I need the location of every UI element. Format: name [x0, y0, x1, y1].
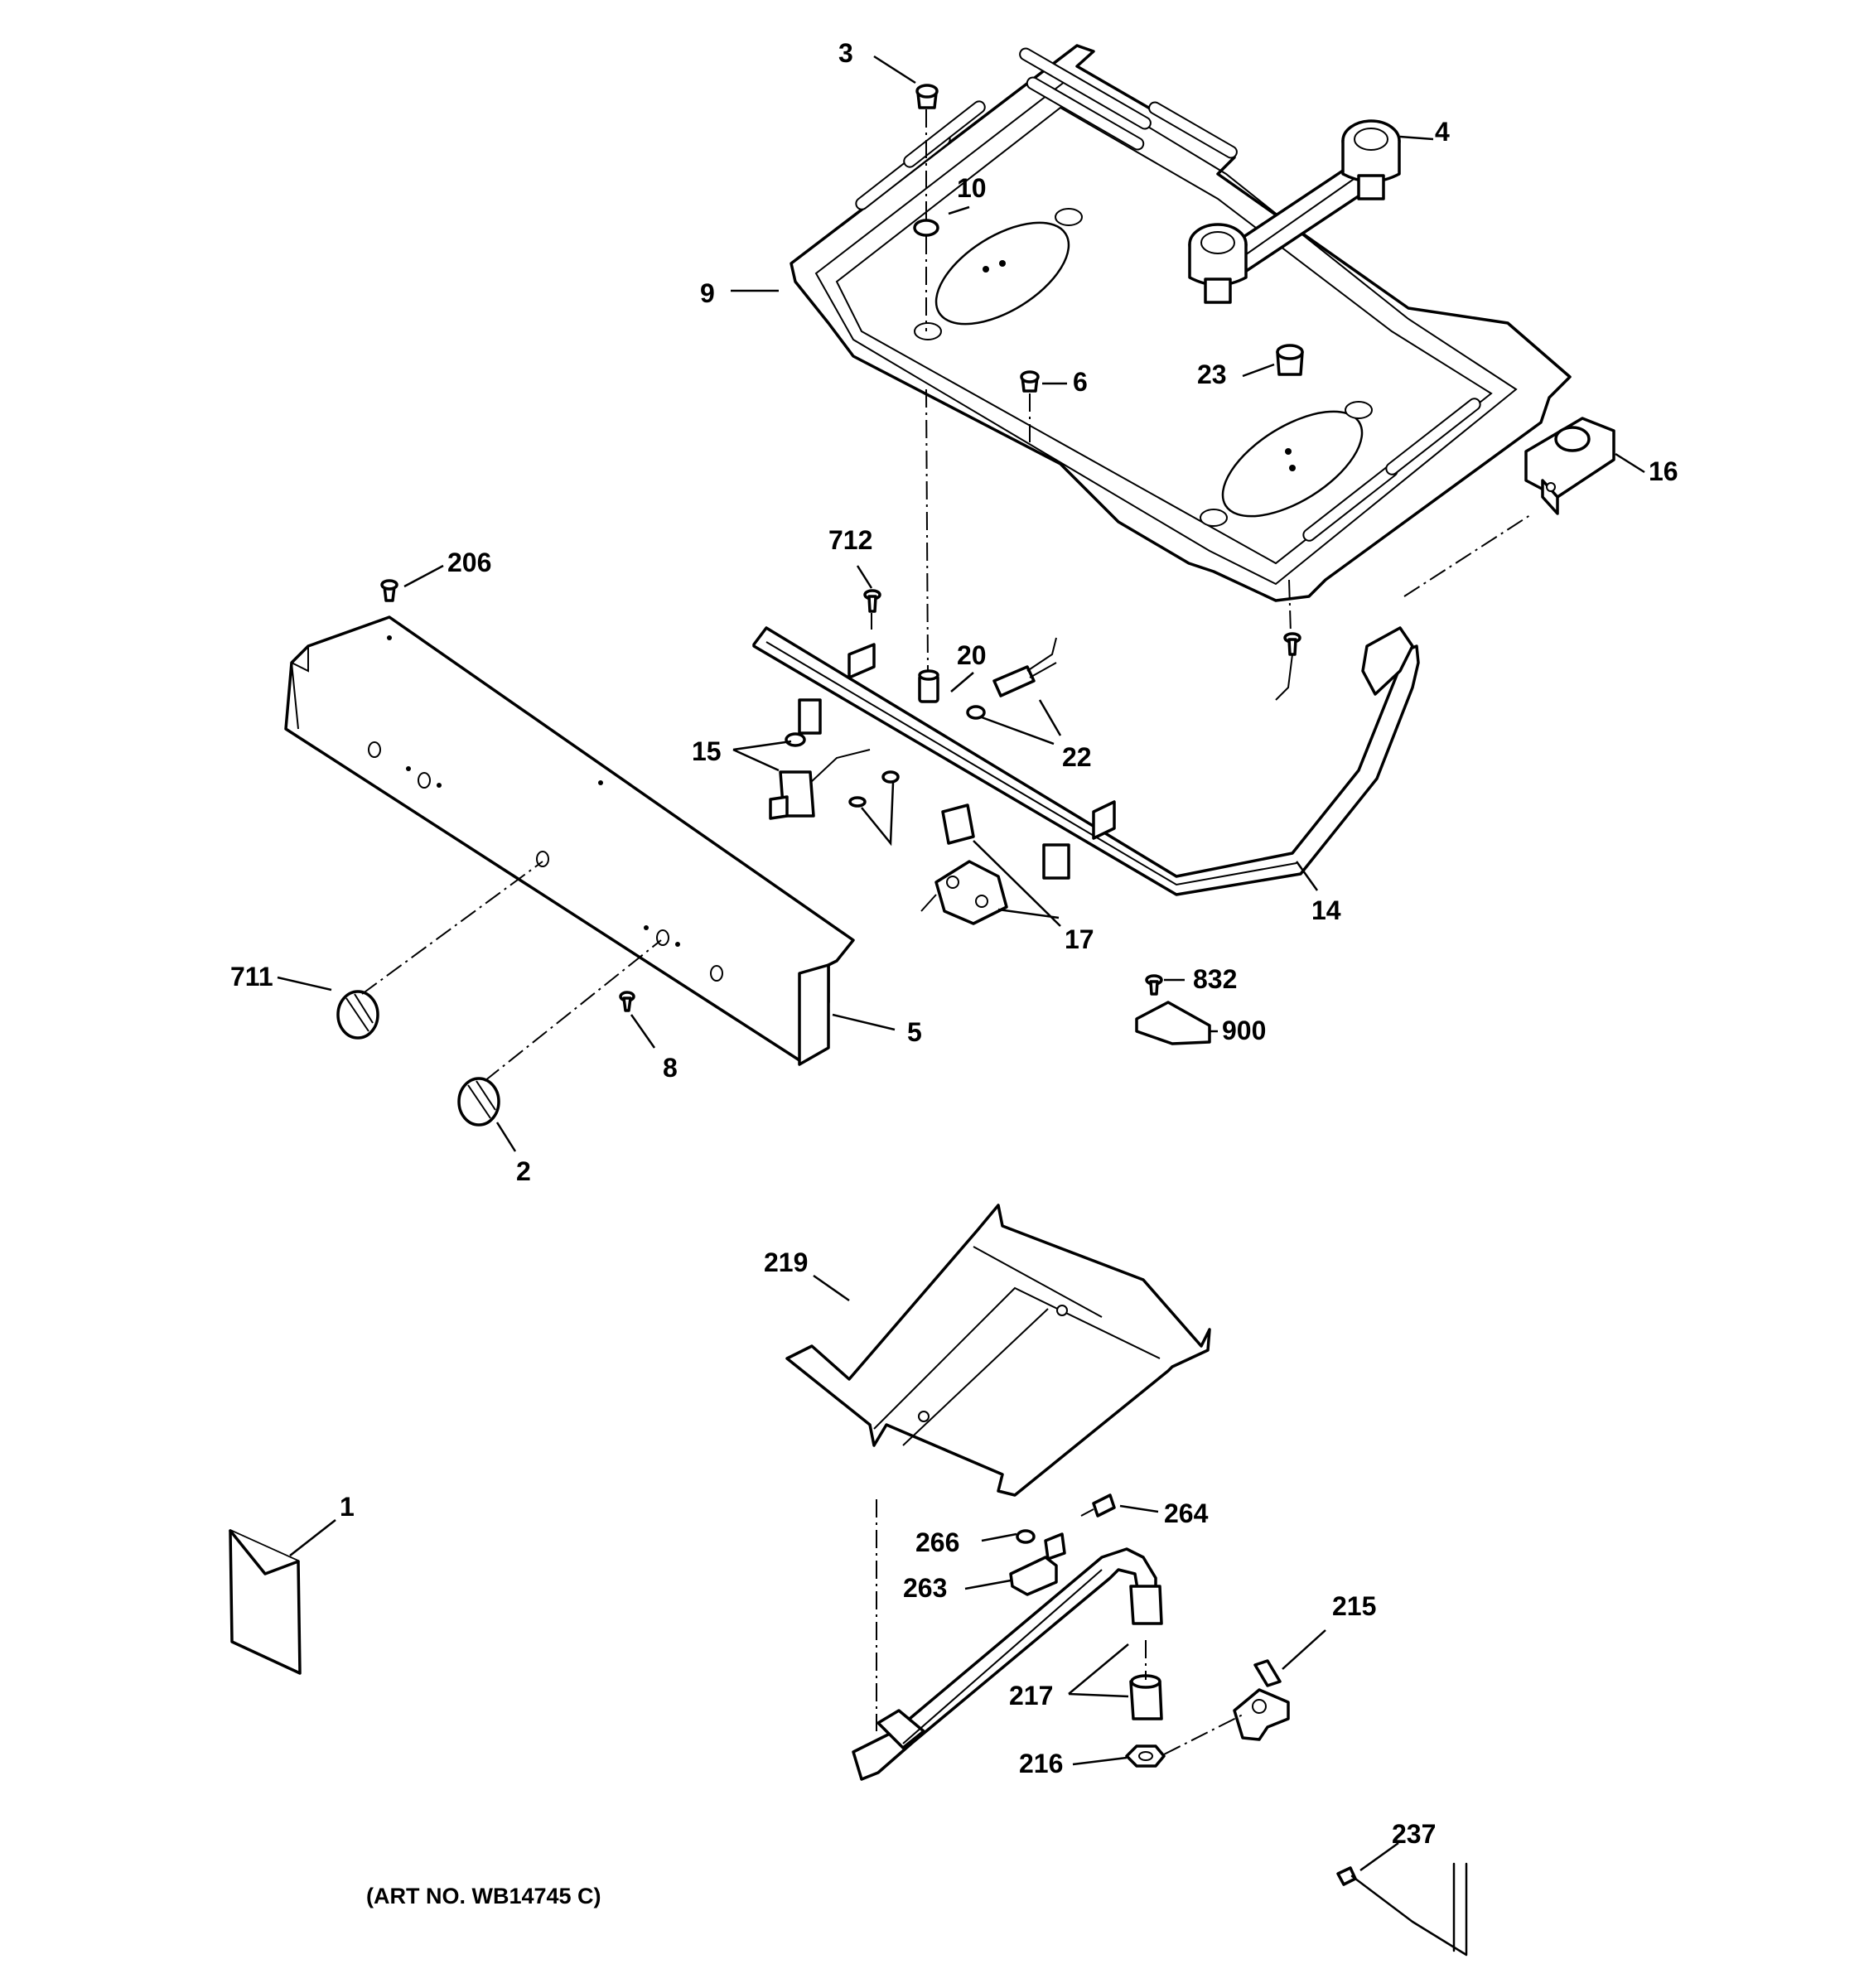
art-number: (ART NO. WB14745 C)	[366, 1884, 601, 1908]
callout-217: 217	[1009, 1681, 1053, 1711]
callout-5: 5	[907, 1017, 922, 1047]
callout-219: 219	[764, 1247, 808, 1277]
callout-10: 10	[957, 173, 987, 203]
callout-263: 263	[903, 1573, 947, 1603]
valve-17	[920, 803, 1008, 925]
screw-206	[380, 579, 398, 602]
grommet-10	[913, 219, 939, 237]
burner-baffle-219	[785, 1204, 1211, 1497]
callout-237: 237	[1392, 1819, 1436, 1849]
callout-labels: 3 4 10 9 6 23 16 206 712 20 22 15 17 14 …	[230, 38, 1678, 1849]
callout-9: 9	[700, 278, 715, 308]
screw-6	[1020, 370, 1040, 393]
knob-2	[457, 1077, 500, 1127]
top-burner-assembly	[1188, 119, 1401, 304]
orifice-hood-217	[1129, 1674, 1163, 1720]
thermostat-bulb-237	[1336, 1862, 1468, 1957]
callout-2: 2	[516, 1156, 531, 1186]
screw-832	[1145, 974, 1163, 996]
oven-burner-tube	[852, 1547, 1163, 1781]
callout-206: 206	[447, 548, 491, 577]
callout-711: 711	[230, 962, 273, 992]
callout-216: 216	[1019, 1749, 1063, 1778]
callout-15: 15	[692, 736, 722, 766]
screw-712	[863, 589, 881, 613]
bracket-215	[1233, 1659, 1290, 1741]
ignitor-wire-22	[966, 637, 1057, 720]
callout-14: 14	[1311, 895, 1341, 925]
leader-lines	[277, 55, 1645, 1872]
callout-6: 6	[1073, 367, 1088, 397]
callout-900: 900	[1222, 1016, 1266, 1045]
grommet-266	[1016, 1529, 1036, 1544]
callout-8: 8	[663, 1053, 678, 1083]
orifice-under-pan	[1275, 632, 1301, 701]
callout-16: 16	[1649, 456, 1678, 486]
callout-264: 264	[1164, 1498, 1209, 1528]
callout-22: 22	[1062, 742, 1092, 772]
screw-8	[619, 991, 635, 1012]
connector-264	[1080, 1493, 1116, 1518]
control-panel	[284, 615, 855, 1066]
literature-envelope-1	[229, 1529, 302, 1675]
callout-215: 215	[1332, 1591, 1376, 1621]
screw-3	[915, 84, 939, 109]
assembly-lines	[361, 109, 1533, 1755]
orifice-23	[1276, 344, 1304, 376]
manifold-pipe	[752, 626, 1420, 896]
callout-23: 23	[1197, 359, 1227, 389]
callout-17: 17	[1065, 924, 1094, 954]
callout-3: 3	[838, 38, 853, 68]
callout-266: 266	[915, 1527, 959, 1557]
orifice-holder-20	[918, 669, 939, 703]
callout-1: 1	[340, 1492, 355, 1522]
nut-216	[1125, 1744, 1166, 1768]
callout-712: 712	[828, 525, 872, 555]
burner-box-pan	[790, 44, 1572, 602]
ignitor-263	[1009, 1532, 1066, 1596]
valve-15	[769, 732, 900, 820]
callout-20: 20	[957, 640, 987, 670]
bracket-900	[1135, 1001, 1211, 1045]
knob-711	[336, 990, 379, 1040]
bracket-16	[1524, 417, 1615, 515]
callout-4: 4	[1435, 117, 1450, 147]
callout-832: 832	[1193, 964, 1237, 994]
